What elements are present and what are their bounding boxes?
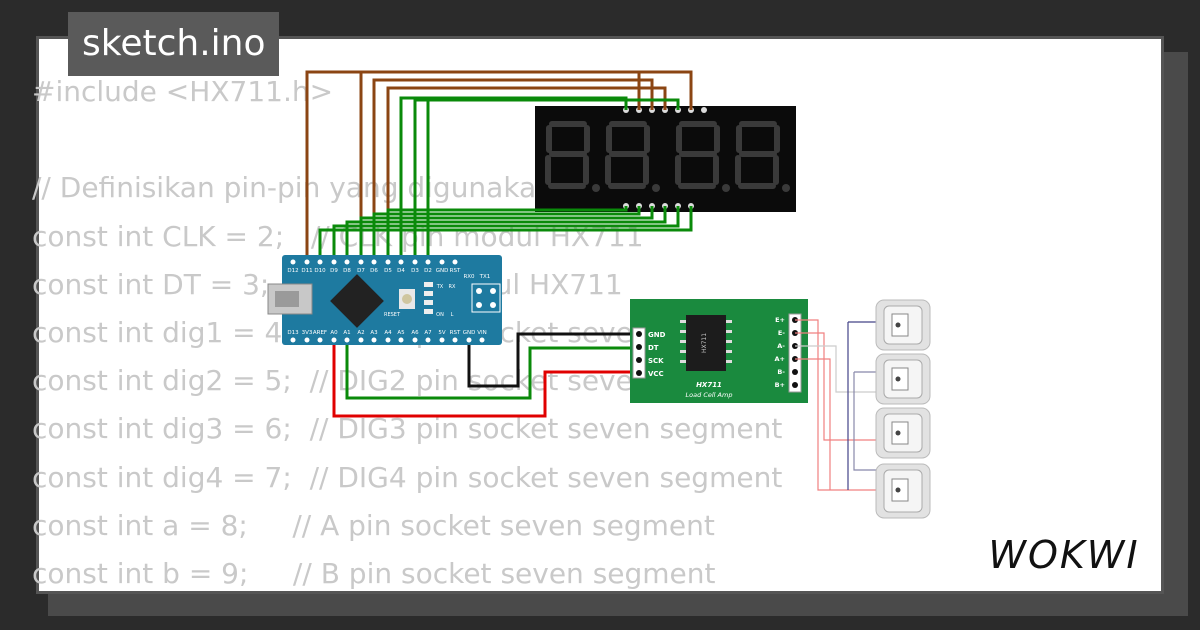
seven-segment-display[interactable] — [535, 106, 796, 212]
svg-text:L: L — [451, 312, 454, 318]
svg-text:3V3: 3V3 — [302, 330, 313, 336]
display-digit-segments — [545, 121, 780, 189]
svg-text:D12: D12 — [287, 268, 298, 274]
svg-text:A2: A2 — [357, 330, 364, 336]
svg-text:SCK: SCK — [648, 357, 664, 365]
code-line: // Definisikan pin-pin yang digunakan — [32, 171, 554, 205]
load-cell[interactable] — [875, 407, 931, 459]
code-line: const int dig4 = 7; // DIG4 pin socket s… — [32, 460, 783, 494]
svg-text:D3: D3 — [411, 268, 419, 274]
svg-text:D9: D9 — [330, 268, 338, 274]
load-cell-wires — [795, 319, 880, 491]
green-wires — [318, 96, 693, 400]
svg-text:ON: ON — [436, 312, 444, 318]
svg-text:D11: D11 — [301, 268, 312, 274]
load-cell[interactable] — [875, 299, 931, 351]
code-line: const int b = 9; // B pin socket seven s… — [32, 556, 716, 590]
hx711-module[interactable]: HX711 GND DT SCK VCC E+ E- A- A+ B- B+ HX711 Loa… — [630, 299, 808, 403]
svg-text:D5: D5 — [384, 268, 392, 274]
hx711-right-labels: E+ E- A- A+ B- B+ — [775, 316, 786, 389]
svg-text:D2: D2 — [424, 268, 432, 274]
svg-text:A+: A+ — [775, 355, 785, 363]
display-decimal-points — [592, 184, 790, 192]
load-cells[interactable] — [875, 299, 931, 519]
wokwi-logo: WOKWI — [988, 533, 1139, 577]
svg-text:VCC: VCC — [648, 370, 664, 378]
hx711-left-pins — [636, 331, 642, 376]
svg-text:A4: A4 — [384, 330, 392, 336]
svg-text:A1: A1 — [343, 330, 350, 336]
arduino-led-labels: TX RX ON L RESET — [384, 284, 456, 318]
brown-wires — [305, 70, 693, 262]
svg-text:GND: GND — [463, 330, 476, 336]
svg-text:HX711: HX711 — [696, 381, 722, 389]
svg-text:D10: D10 — [314, 268, 326, 274]
svg-text:RST: RST — [450, 268, 461, 274]
svg-text:TX1: TX1 — [479, 274, 491, 280]
svg-text:GND: GND — [436, 268, 449, 274]
svg-text:B+: B+ — [775, 381, 785, 389]
svg-text:D4: D4 — [397, 268, 405, 274]
svg-text:A0: A0 — [330, 330, 338, 336]
svg-text:AREF: AREF — [313, 330, 327, 336]
svg-text:A6: A6 — [411, 330, 419, 336]
code-line: const int a = 8; // A pin socket seven s… — [32, 508, 715, 542]
svg-text:DT: DT — [648, 344, 659, 352]
mcu-chip — [330, 274, 384, 328]
svg-text:A5: A5 — [397, 330, 405, 336]
svg-text:VIN: VIN — [477, 330, 487, 336]
svg-text:GND: GND — [648, 331, 666, 339]
svg-text:TX: TX — [436, 284, 444, 290]
svg-text:5V: 5V — [438, 330, 445, 336]
svg-text:D13: D13 — [287, 330, 299, 336]
svg-text:RST: RST — [450, 330, 461, 336]
red-wire — [332, 340, 638, 418]
sketch-title[interactable]: sketch.ino — [68, 12, 280, 76]
svg-text:A3: A3 — [370, 330, 378, 336]
svg-text:HX711: HX711 — [701, 333, 708, 353]
svg-text:A7: A7 — [424, 330, 432, 336]
svg-text:RX: RX — [449, 284, 456, 290]
code-line: #include <HX711.h> — [32, 75, 334, 108]
load-cell[interactable] — [875, 353, 931, 405]
svg-text:E-: E- — [778, 329, 785, 337]
hx711-chip — [686, 315, 726, 371]
svg-text:D7: D7 — [357, 268, 365, 274]
svg-text:A-: A- — [777, 342, 785, 350]
svg-text:RESET: RESET — [384, 312, 401, 318]
svg-text:D8: D8 — [343, 268, 351, 274]
black-wire — [467, 332, 638, 388]
svg-text:E+: E+ — [775, 316, 785, 324]
svg-text:B-: B- — [777, 368, 785, 376]
hx711-left-labels: GND DT SCK VCC — [648, 331, 666, 378]
arduino-bottom-header — [290, 337, 485, 343]
load-cell[interactable] — [875, 463, 931, 519]
svg-text:D6: D6 — [370, 268, 378, 274]
svg-text:RX0: RX0 — [463, 274, 475, 280]
code-line: const int dig3 = 6; // DIG3 pin socket s… — [32, 412, 783, 446]
svg-text:WOKWI: WOKWI — [988, 533, 1139, 577]
svg-text:Load Cell Amp: Load Cell Amp — [686, 391, 733, 399]
arduino-top-header — [290, 259, 458, 265]
